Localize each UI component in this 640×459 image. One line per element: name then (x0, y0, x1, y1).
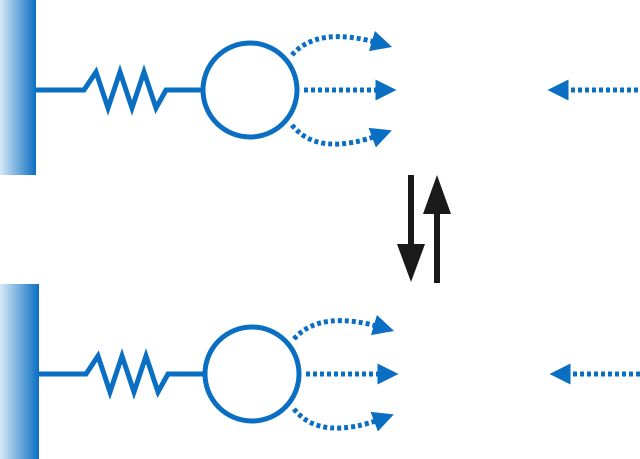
emission-arc-down (292, 407, 394, 432)
wall (0, 0, 36, 175)
bottom-system (0, 284, 640, 459)
top-system (0, 0, 638, 175)
down-arrow (397, 175, 425, 282)
emission-arc-down (290, 123, 392, 148)
mass (200, 40, 300, 140)
equilibrium-arrows (397, 175, 451, 283)
emission-arc-up (290, 30, 393, 57)
wall (0, 284, 39, 459)
spring (36, 64, 204, 116)
up-arrow (423, 175, 451, 283)
mass (202, 324, 302, 424)
spring (39, 348, 206, 400)
emission-arc-up (292, 314, 395, 341)
